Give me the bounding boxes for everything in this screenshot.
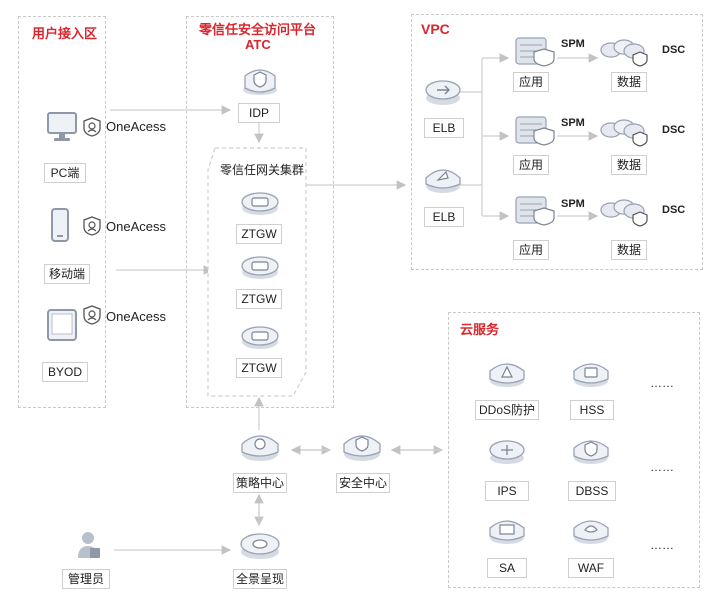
oneaccess-badge-icon: [83, 305, 101, 325]
waf-label: WAF: [568, 558, 614, 578]
ddos-protection-icon: [489, 363, 525, 387]
app-label: 应用: [513, 72, 549, 92]
application-server-icon: [515, 196, 555, 226]
policy-center-label: 策略中心: [233, 473, 287, 493]
oneaccess-label: OneAcess: [106, 309, 166, 324]
dbss-label: DBSS: [568, 481, 616, 501]
ddos-label: DDoS防护: [475, 400, 539, 420]
elb-label: ELB: [424, 207, 464, 227]
elb-load-balancer-icon: [425, 80, 461, 105]
admin-label: 管理员: [62, 569, 110, 589]
admin-user-icon: [78, 532, 100, 558]
ztgw-label: ZTGW: [236, 224, 282, 244]
pc-label: PC端: [44, 163, 86, 183]
idp-label: IDP: [238, 103, 280, 123]
hss-label: HSS: [570, 400, 614, 420]
spm-label: SPM: [561, 117, 585, 129]
data-label: 数据: [611, 72, 647, 92]
more-services-ellipsis: ……: [650, 538, 674, 552]
policy-center-icon: [241, 435, 279, 461]
spm-label: SPM: [561, 198, 585, 210]
data-label: 数据: [611, 155, 647, 175]
mobile-label: 移动端: [44, 264, 90, 284]
gateway-cluster-label: 零信任网关集群: [220, 163, 305, 177]
sa-label: SA: [487, 558, 527, 578]
cloud-title: 云服务: [460, 322, 500, 337]
mobile-phone-icon: [51, 208, 69, 242]
ztgw-label: ZTGW: [236, 358, 282, 378]
database-cluster-icon: [600, 39, 648, 67]
hss-host-security-icon: [573, 363, 609, 387]
data-label: 数据: [611, 240, 647, 260]
oneaccess-badge-icon: [83, 117, 101, 137]
database-cluster-icon: [600, 119, 648, 147]
user-access-title: 用户接入区: [32, 26, 98, 41]
ips-label: IPS: [485, 481, 529, 501]
panorama-icon: [240, 533, 280, 559]
idp-shield-icon: [243, 69, 277, 95]
oneaccess-label: OneAcess: [106, 219, 166, 234]
ztgw-gateway-icon: [241, 326, 279, 349]
ztgw-gateway-icon: [241, 192, 279, 215]
ztgw-gateway-icon: [241, 256, 279, 279]
app-label: 应用: [513, 240, 549, 260]
ips-intrusion-prevention-icon: [489, 440, 525, 464]
byod-tablet-icon: [47, 309, 77, 341]
pc-monitor-icon: [47, 112, 77, 141]
oneaccess-badge-icon: [83, 216, 101, 236]
atc-title-line2: ATC: [245, 37, 271, 52]
vpc-title: VPC: [421, 21, 450, 37]
app-label: 应用: [513, 155, 549, 175]
ztgw-label: ZTGW: [236, 289, 282, 309]
application-server-icon: [515, 116, 555, 146]
cloud-zone: [448, 312, 700, 588]
more-services-ellipsis: ……: [650, 376, 674, 390]
atc-title-line1: 零信任安全访问平台: [199, 22, 317, 37]
user-access-zone: [18, 16, 106, 408]
sa-situation-awareness-icon: [489, 520, 525, 544]
security-center-label: 安全中心: [336, 473, 390, 493]
dsc-label: DSC: [662, 124, 686, 136]
application-server-icon: [515, 37, 555, 67]
security-center-icon: [343, 435, 381, 461]
elb-label: ELB: [424, 118, 464, 138]
vpc-zone: [411, 14, 703, 270]
database-cluster-icon: [600, 199, 648, 227]
panorama-label: 全景呈现: [233, 569, 287, 589]
dsc-label: DSC: [662, 204, 686, 216]
elb-load-balancer-icon: [425, 169, 461, 193]
dbss-database-security-icon: [573, 440, 609, 464]
spm-label: SPM: [561, 38, 585, 50]
oneaccess-label: OneAcess: [106, 119, 166, 134]
byod-label: BYOD: [42, 362, 88, 382]
more-services-ellipsis: ……: [650, 460, 674, 474]
atc-zone: [186, 16, 334, 408]
waf-firewall-icon: [573, 520, 609, 544]
dsc-label: DSC: [662, 44, 686, 56]
